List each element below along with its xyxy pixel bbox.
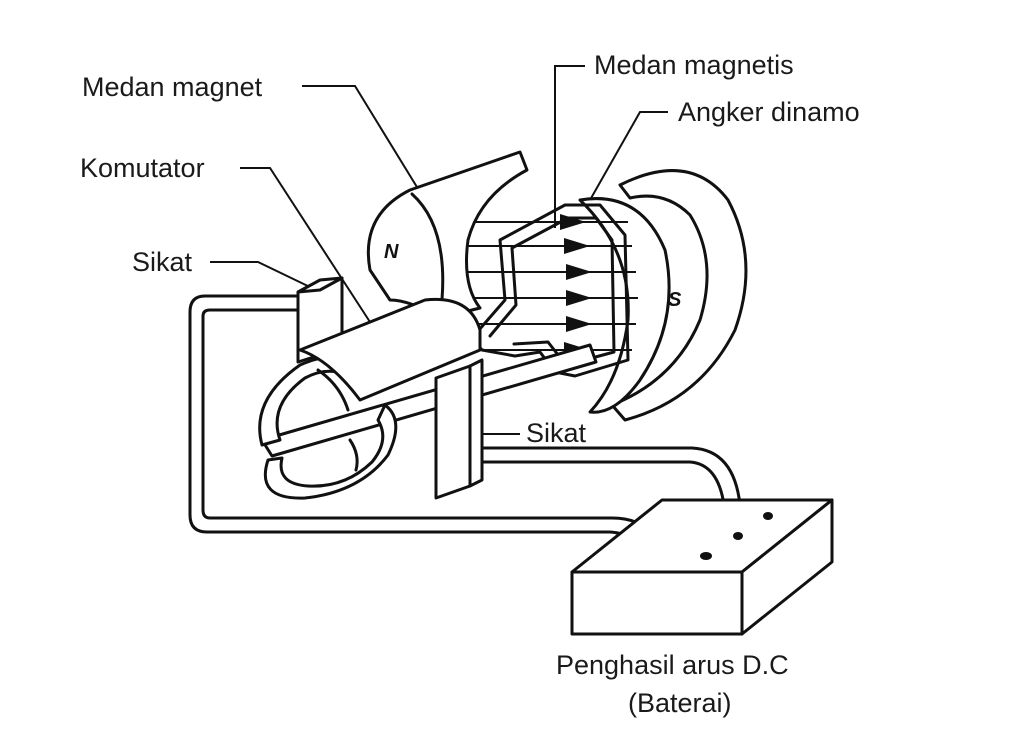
- label-angker-dinamo: Angker dinamo: [678, 97, 860, 127]
- battery-terminal: [700, 552, 712, 560]
- battery: [570, 498, 834, 636]
- label-sikat-left: Sikat: [132, 247, 193, 277]
- leader-sikat-left: [210, 261, 313, 289]
- leader-komutator: [240, 167, 371, 323]
- north-pole-label: N: [384, 241, 399, 263]
- battery-front: [570, 570, 744, 636]
- commutator-slot: [348, 438, 359, 472]
- right-brush-body: [434, 364, 472, 500]
- label-medan-magnet: Medan magnet: [82, 72, 263, 102]
- south-pole-label: S: [668, 289, 682, 311]
- commutator-ring-front: [263, 403, 398, 500]
- battery-side: [740, 498, 834, 636]
- armature-coil: [470, 203, 630, 378]
- commutator-slot: [316, 368, 350, 412]
- right-brush: [434, 358, 484, 500]
- field-arrow: [566, 290, 592, 306]
- field-arrow: [566, 264, 592, 280]
- wire-right: [468, 446, 742, 507]
- right-brush-side: [468, 358, 484, 488]
- commutator-segment-top: [298, 297, 482, 402]
- commutator: [258, 297, 482, 500]
- field-arrow: [564, 238, 590, 254]
- south-magnet: S: [578, 169, 748, 422]
- labels: Medan magnet Komutator Sikat Medan magne…: [80, 50, 860, 718]
- label-sikat-right: Sikat: [526, 418, 587, 448]
- leader-medan-magnetis: [554, 65, 585, 228]
- field-arrow: [560, 214, 586, 230]
- leader-medan-magnet: [302, 85, 421, 193]
- field-arrow: [566, 316, 592, 332]
- left-brush-top: [296, 276, 344, 294]
- armature-coil-inner: [488, 216, 616, 364]
- label-medan-magnetis: Medan magnetis: [594, 50, 794, 80]
- label-penghasil: Penghasil arus D.C: [556, 650, 789, 680]
- battery-terminal: [763, 512, 773, 520]
- leader-angker-dinamo: [589, 111, 668, 201]
- label-baterai: (Baterai): [628, 688, 732, 718]
- south-pole-outer: [610, 169, 748, 422]
- label-komutator: Komutator: [80, 153, 205, 183]
- battery-terminal: [733, 532, 743, 540]
- leader-lines: [210, 65, 668, 435]
